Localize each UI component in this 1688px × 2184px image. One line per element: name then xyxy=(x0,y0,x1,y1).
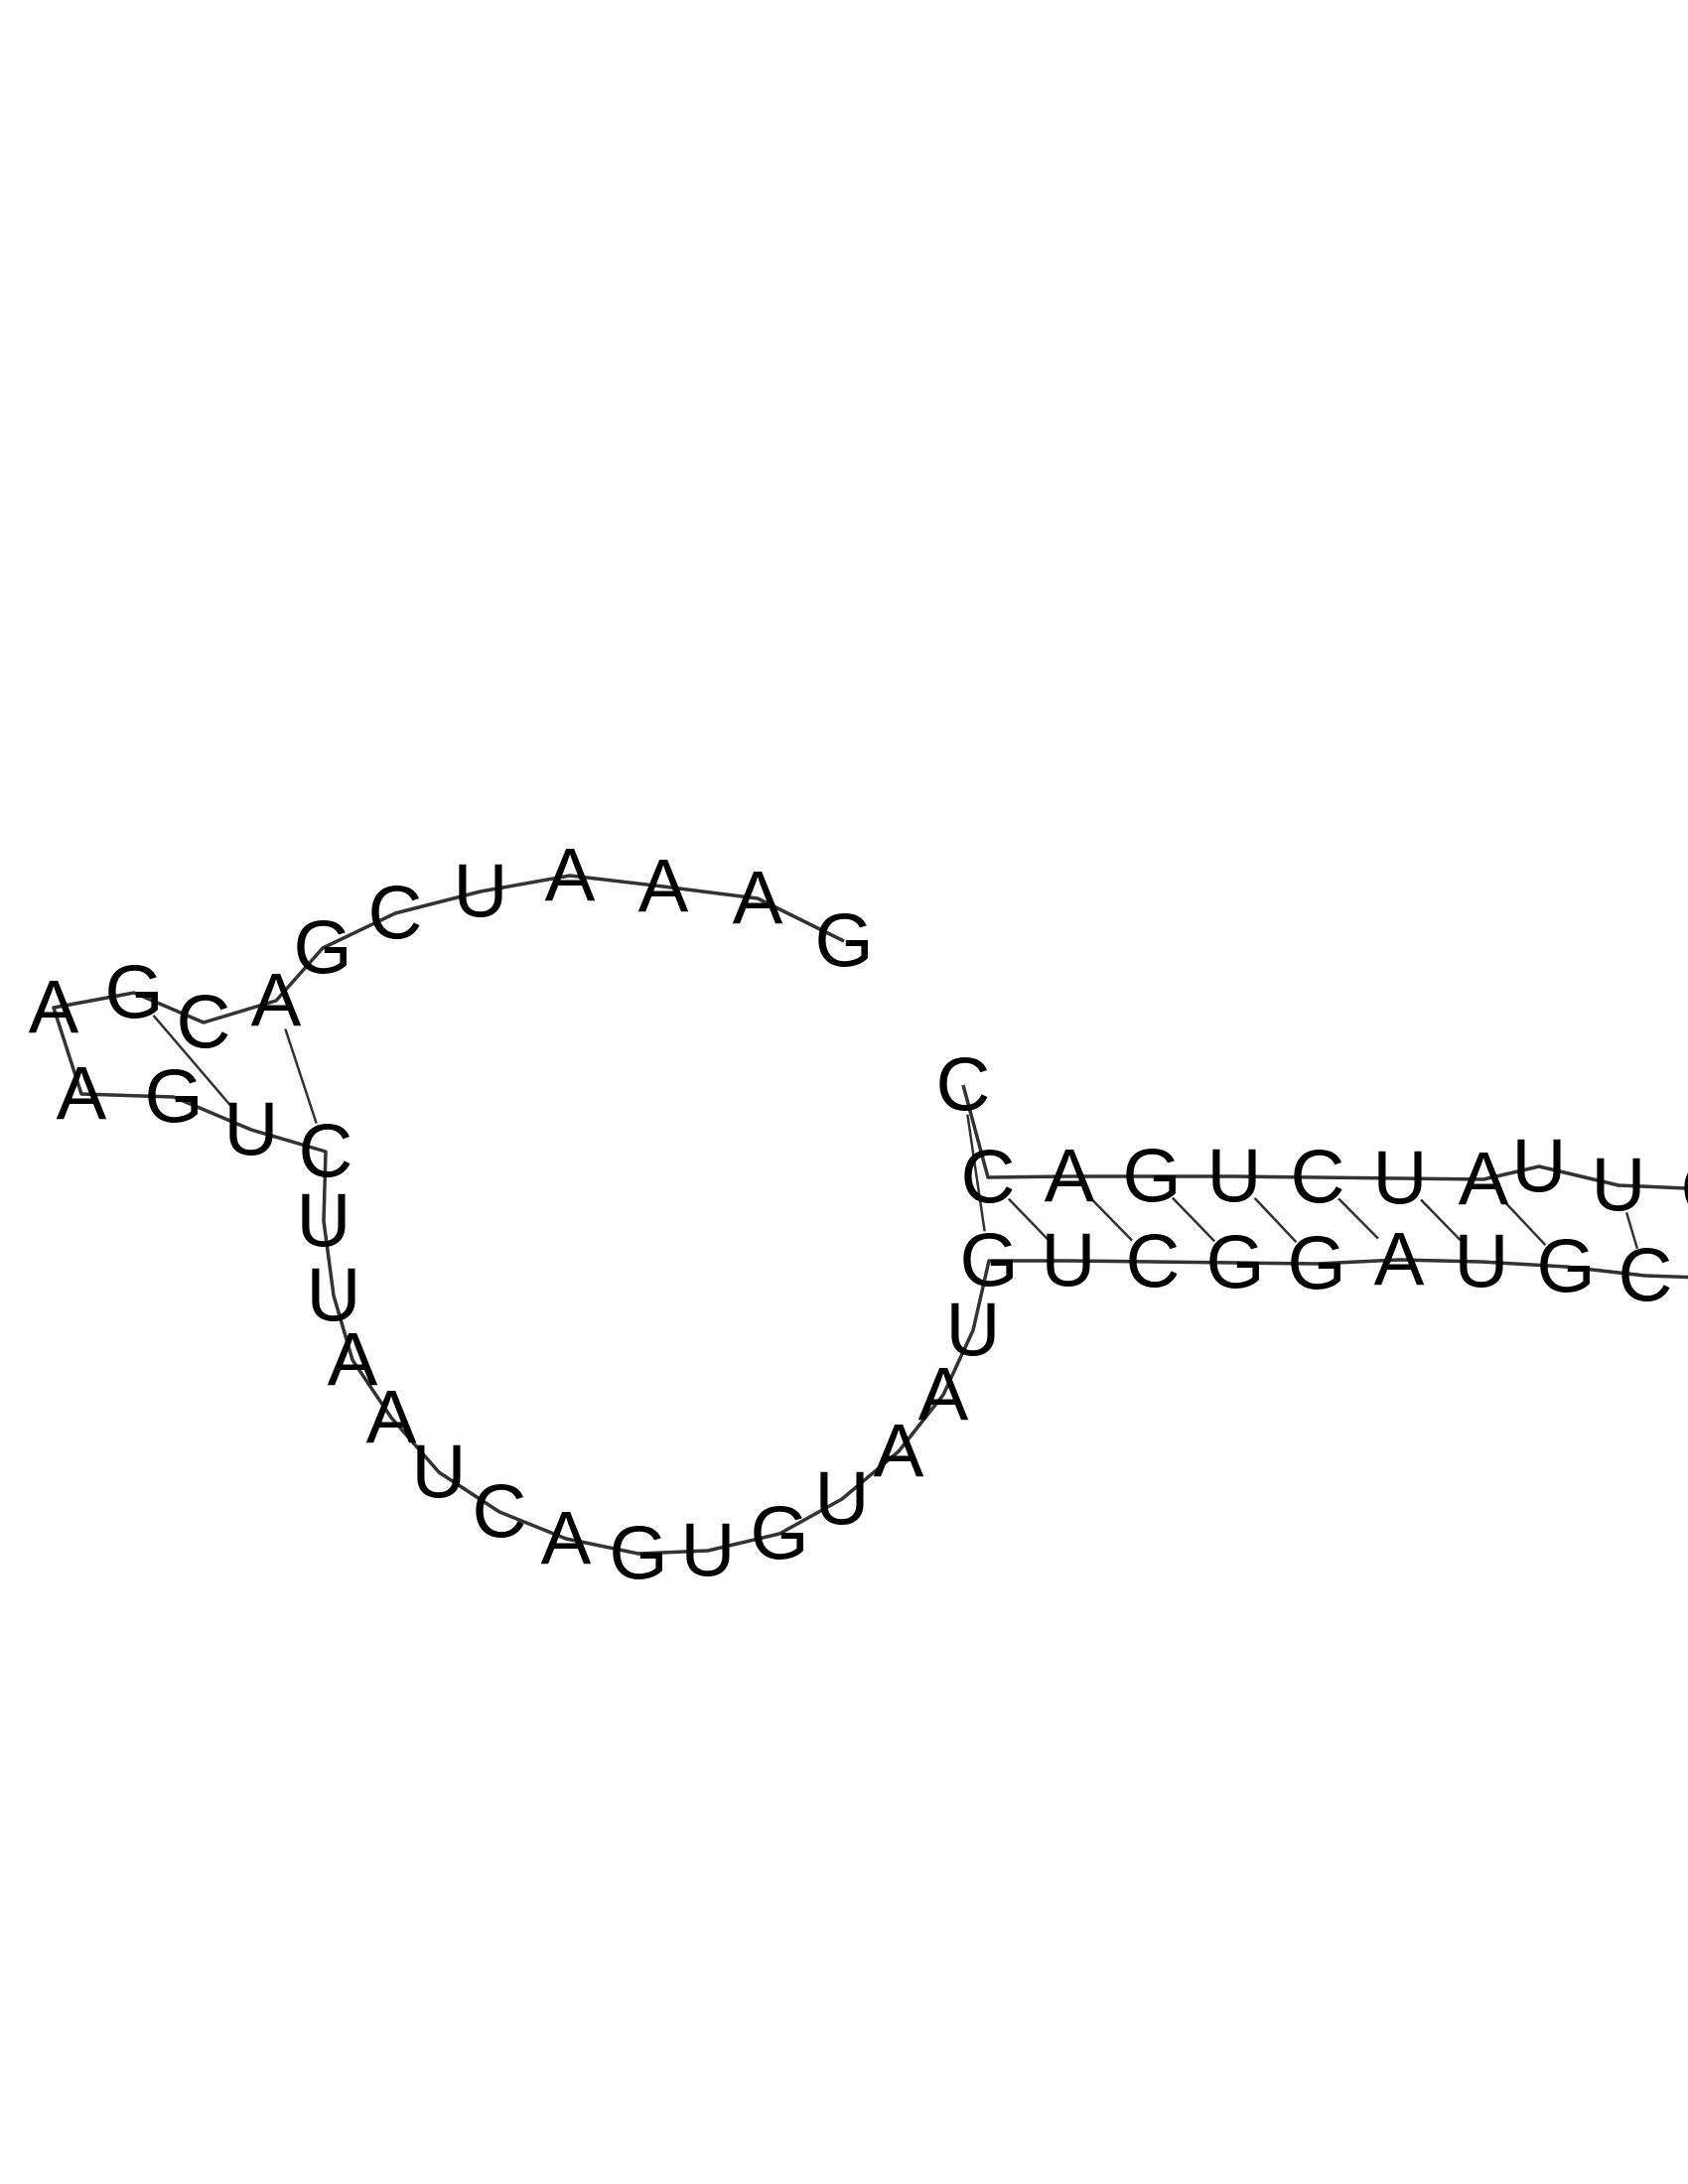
nucleotide-11: A xyxy=(29,966,79,1050)
nucleotide-20: U xyxy=(412,1431,467,1515)
nucleotide-2: A xyxy=(733,857,783,941)
nucleotide-21: C xyxy=(473,1470,527,1555)
nucleotide-49: C xyxy=(961,1136,1016,1220)
nucleotide-37: G xyxy=(1536,1225,1595,1309)
base-pair-line xyxy=(1502,1199,1547,1247)
nucleotide-29: U xyxy=(946,1289,1001,1373)
nucleotide-13: G xyxy=(144,1055,203,1140)
nucleotide-36: U xyxy=(1455,1220,1509,1304)
nucleotide-43: A xyxy=(1459,1138,1509,1222)
nucleotide-33: G xyxy=(1205,1221,1264,1305)
nucleotide-31: U xyxy=(1042,1219,1096,1303)
backbone-line xyxy=(52,874,1688,1556)
nucleotide-16: U xyxy=(297,1179,352,1264)
nucleotide-12: A xyxy=(57,1052,107,1137)
nucleotide-47: G xyxy=(1122,1135,1181,1219)
nucleotide-layer: GAAAUCGACGAAGUCUUAAUCAGUGUAAUGUCGGAUGCGC… xyxy=(29,834,1688,1596)
nucleotide-28: A xyxy=(918,1353,969,1437)
nucleotide-22: A xyxy=(541,1497,592,1581)
nucleotide-27: A xyxy=(874,1410,924,1494)
nucleotide-48: A xyxy=(1045,1135,1095,1219)
nucleotide-26: U xyxy=(815,1457,870,1542)
nucleotide-38: C xyxy=(1618,1234,1673,1318)
nucleotide-44: U xyxy=(1373,1137,1428,1221)
nucleotide-45: C xyxy=(1291,1136,1345,1220)
nucleotide-19: A xyxy=(366,1376,417,1460)
nucleotide-41: U xyxy=(1592,1144,1646,1228)
base-pair-line xyxy=(1420,1198,1462,1242)
base-pair-line xyxy=(284,1028,318,1124)
nucleotide-3: A xyxy=(638,845,689,929)
base-pair-line xyxy=(1089,1196,1133,1242)
nucleotide-30: G xyxy=(959,1219,1018,1303)
nucleotide-8: A xyxy=(251,959,302,1043)
nucleotide-46: U xyxy=(1207,1135,1262,1219)
base-pair-line xyxy=(1337,1197,1379,1240)
nucleotide-5: U xyxy=(454,850,508,934)
nucleotide-10: G xyxy=(104,951,163,1035)
nucleotide-40: C xyxy=(1681,1148,1688,1232)
base-pair-line xyxy=(1253,1196,1298,1244)
nucleotide-4: A xyxy=(545,834,596,918)
nucleotide-15: C xyxy=(299,1110,353,1194)
nucleotide-9: C xyxy=(177,981,231,1065)
nucleotide-23: G xyxy=(609,1512,667,1596)
nucleotide-35: A xyxy=(1374,1218,1425,1302)
base-pair-line xyxy=(966,1114,986,1232)
nucleotide-6: C xyxy=(368,872,423,956)
base-pair-line xyxy=(1624,1211,1639,1250)
nucleotide-32: C xyxy=(1126,1220,1181,1304)
nucleotide-14: U xyxy=(224,1088,279,1172)
nucleotide-1: G xyxy=(814,899,873,984)
nucleotide-18: A xyxy=(328,1318,378,1403)
nucleotide-25: G xyxy=(750,1492,808,1576)
nucleotide-17: U xyxy=(307,1254,361,1338)
nucleotide-42: U xyxy=(1512,1125,1567,1209)
base-pair-line xyxy=(1171,1196,1216,1243)
nucleotide-50: C xyxy=(936,1043,991,1128)
base-pair-layer xyxy=(152,1014,1639,1250)
nucleotide-7: G xyxy=(293,906,352,991)
base-pair-line xyxy=(152,1014,233,1109)
backbone-layer xyxy=(52,874,1688,1556)
base-pair-line xyxy=(1007,1197,1050,1241)
nucleotide-34: G xyxy=(1287,1222,1345,1306)
nucleotide-24: U xyxy=(681,1509,736,1593)
